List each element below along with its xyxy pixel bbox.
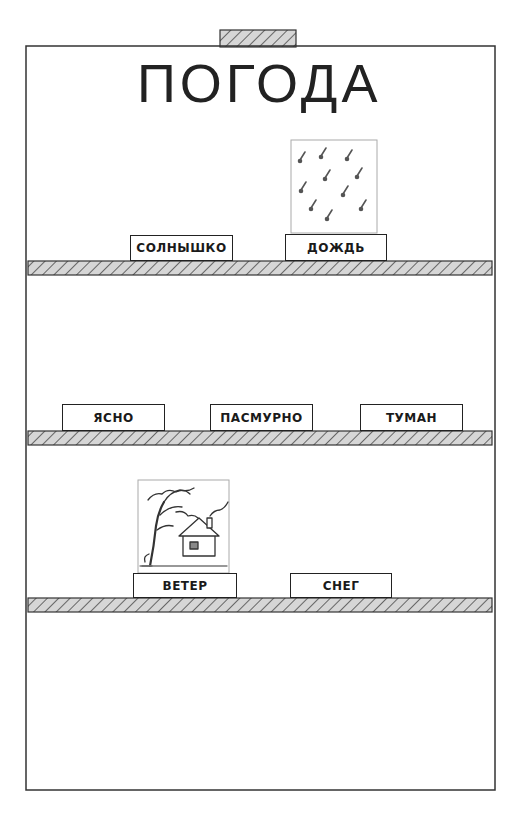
wind-card	[138, 480, 229, 573]
rain-drop	[356, 176, 359, 179]
rain-card	[291, 140, 377, 233]
rain-drops	[299, 148, 367, 221]
label-card: ЯСНО	[62, 404, 165, 431]
rain-drop	[300, 152, 305, 160]
rain-drop	[343, 186, 348, 194]
label-text: ТУМАН	[386, 412, 437, 424]
label-text: ПАСМУРНО	[220, 412, 302, 424]
label-text: СНЕГ	[323, 580, 360, 592]
tree-root	[142, 554, 152, 566]
ground-line	[140, 565, 227, 566]
label-text: ВЕТЕР	[162, 580, 207, 592]
label-text: ДОЖДЬ	[307, 242, 365, 254]
tree-trunk	[150, 502, 164, 566]
rain-drop	[326, 218, 329, 221]
rain-drop	[324, 178, 327, 181]
rain-drop	[342, 194, 345, 197]
rain-drop	[320, 156, 323, 159]
rain-drop	[301, 182, 306, 190]
board-title: ПОГОДА	[137, 56, 381, 110]
rain-drop	[300, 190, 303, 193]
wind-picture	[140, 488, 228, 566]
tree-branch	[157, 526, 173, 531]
label-card: ТУМАН	[360, 404, 463, 431]
rain-drop	[346, 158, 349, 161]
label-card: СНЕГ	[290, 573, 392, 598]
label-card: СОЛНЫШКО	[130, 235, 233, 261]
tree-branch	[160, 507, 182, 515]
house-window	[190, 542, 198, 549]
rain-drop	[357, 168, 362, 176]
rain-drop	[321, 148, 326, 156]
tree-crown	[148, 490, 190, 500]
shelf	[28, 598, 492, 612]
hanger-tab	[220, 30, 296, 47]
rain-drop	[360, 208, 363, 211]
house-wall	[183, 534, 215, 556]
rain-drop	[361, 200, 366, 208]
rain-drop	[347, 150, 352, 158]
label-text: СОЛНЫШКО	[136, 242, 226, 254]
chimney-smoke	[210, 502, 228, 516]
tree-crown	[176, 512, 198, 519]
label-text: ЯСНО	[93, 412, 133, 424]
label-card: ПАСМУРНО	[210, 404, 313, 431]
rain-drop	[311, 200, 316, 208]
house-roof	[179, 518, 219, 536]
label-card: ВЕТЕР	[133, 573, 237, 598]
label-card: ДОЖДЬ	[285, 234, 387, 261]
board-outline	[26, 46, 495, 790]
shelf	[28, 261, 492, 275]
rain-drop	[325, 170, 330, 178]
rain-drop	[327, 210, 332, 218]
house-chimney	[207, 518, 212, 528]
shelf	[28, 431, 492, 445]
rain-drop	[310, 208, 313, 211]
rain-drop	[299, 160, 302, 163]
